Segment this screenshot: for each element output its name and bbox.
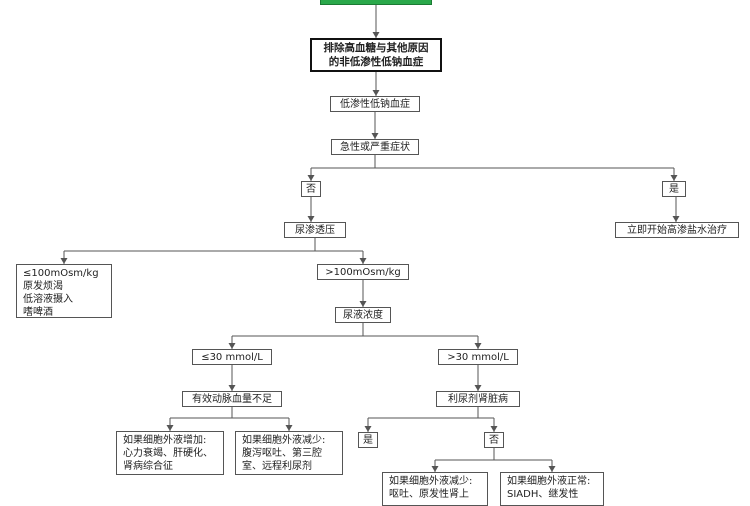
node-no-2: 否 xyxy=(484,432,504,448)
arrow-head xyxy=(371,133,379,139)
arrow-head xyxy=(307,175,315,181)
arrow-head xyxy=(285,425,293,431)
node-no-1: 否 xyxy=(301,181,321,197)
arrow-head xyxy=(166,425,174,431)
node-root: 排除高血糖与其他原因 的非低渗性低钠血症 xyxy=(310,38,442,72)
start-bar xyxy=(320,0,432,5)
node-na-high: >30 mmol/L xyxy=(438,349,518,365)
node-ecf-down-2: 如果细胞外液减少: 呕吐、原发性肾上 xyxy=(382,472,488,506)
node-yes-1: 是 xyxy=(662,181,686,197)
arrow-head xyxy=(228,343,236,349)
arrow-head xyxy=(490,426,498,432)
arrow-head xyxy=(672,216,680,222)
arrow-head xyxy=(359,258,367,264)
node-high-osm: >100mOsm/kg xyxy=(317,264,409,280)
arrow-head xyxy=(372,90,380,96)
node-na-low: ≤30 mmol/L xyxy=(192,349,272,365)
arrow-head xyxy=(431,466,439,472)
arrow-head xyxy=(60,258,68,264)
node-ecf-down: 如果细胞外液减少: 腹泻呕吐、第三腔 室、远程利尿剂 xyxy=(235,431,343,475)
arrow-head xyxy=(359,301,367,307)
node-severe: 急性或严重症状 xyxy=(331,139,419,155)
node-low-osm: ≤100mOsm/kg 原发烦渴 低溶液摄入 嗜啤酒 xyxy=(16,264,112,318)
arrow-head xyxy=(474,385,482,391)
node-ecf-normal: 如果细胞外液正常: SIADH、继发性 xyxy=(500,472,604,506)
node-hypotonic: 低渗性低钠血症 xyxy=(330,96,420,112)
arrow-head xyxy=(364,426,372,432)
node-hypertonic-tx: 立即开始高渗盐水治疗 xyxy=(615,222,739,238)
node-urine-osm: 尿渗透压 xyxy=(284,222,346,238)
node-eff-vol: 有效动脉血量不足 xyxy=(182,391,282,407)
arrow-head xyxy=(548,466,556,472)
arrow-head xyxy=(474,343,482,349)
node-diuretic: 利尿剂肾脏病 xyxy=(436,391,520,407)
arrow-head xyxy=(670,175,678,181)
node-ecf-up: 如果细胞外液增加: 心力衰竭、肝硬化、 肾病综合征 xyxy=(116,431,224,475)
arrow-head xyxy=(228,385,236,391)
arrow-head xyxy=(372,32,380,38)
node-urine-na: 尿液浓度 xyxy=(335,307,391,323)
arrow-head xyxy=(307,216,315,222)
node-yes-2: 是 xyxy=(358,432,378,448)
